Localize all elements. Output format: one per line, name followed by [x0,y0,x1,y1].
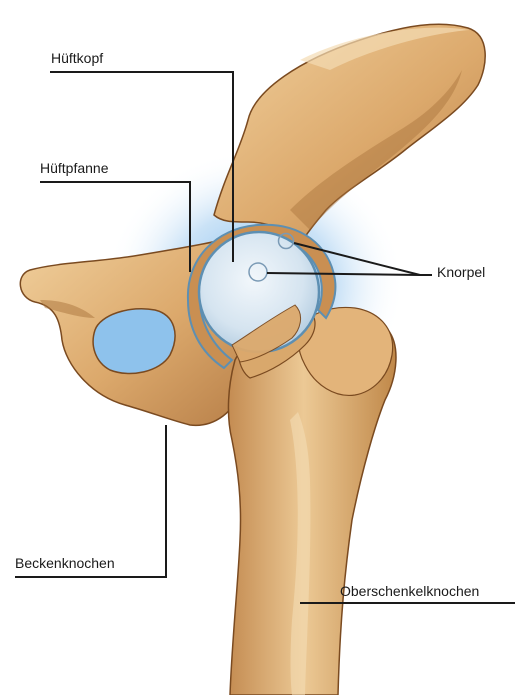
label-pelvic-bone: Beckenknochen [15,555,115,571]
label-femur: Oberschenkelknochen [340,583,479,599]
label-femoral-head: Hüftkopf [51,50,103,66]
label-cartilage: Knorpel [437,264,485,280]
obturator-foramen [93,309,175,374]
label-acetabulum: Hüftpfanne [40,160,109,176]
